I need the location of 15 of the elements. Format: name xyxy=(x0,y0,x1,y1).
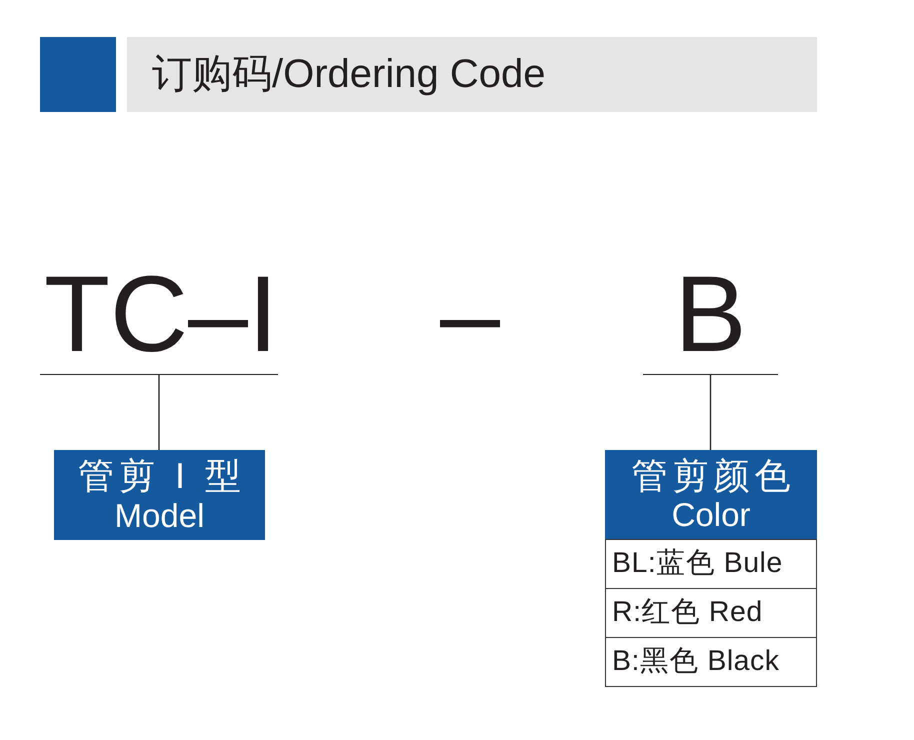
option-row: BL:蓝色 Bule xyxy=(605,539,817,589)
box-subtitle: Color xyxy=(672,496,750,534)
heading-box xyxy=(605,450,817,539)
connector-line xyxy=(710,375,712,450)
box-heading: 管剪颜色 xyxy=(632,454,796,496)
code-text: TC–I xyxy=(44,260,278,368)
separator-dash: – xyxy=(440,260,500,368)
box-heading: 管剪 I 型 xyxy=(78,455,246,497)
option-row: R:红色 Red xyxy=(605,588,817,638)
box-subtitle: Model xyxy=(114,496,204,535)
heading-box xyxy=(54,450,265,540)
connector-line xyxy=(158,375,160,450)
code-text: B xyxy=(673,260,748,368)
title-banner: 订购码/Ordering Code xyxy=(127,37,817,112)
option-row: B:黑色 Black xyxy=(605,637,817,687)
